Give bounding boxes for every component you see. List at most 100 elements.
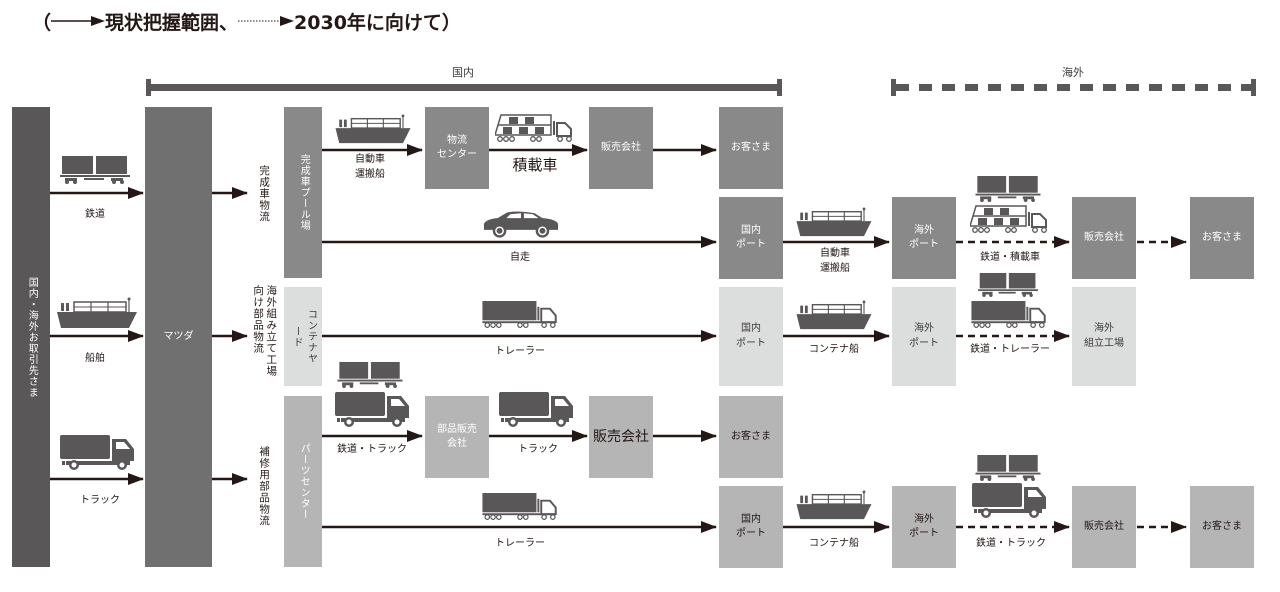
row1-carrier-label: 積載車 bbox=[512, 156, 558, 174]
freight-train-icon-4 bbox=[337, 362, 403, 388]
row2-domestic-port-label-1: 国内 bbox=[741, 224, 761, 236]
container-yard-box: コンテナヤード bbox=[284, 287, 322, 386]
car-carrier-ship-icon-2 bbox=[795, 207, 873, 237]
logistics-center-label-2: センター bbox=[437, 149, 477, 160]
car-icon bbox=[483, 211, 559, 238]
legend-future-label: 2030年に向けて bbox=[294, 11, 442, 34]
row2-rail-label: 鉄道・積載車 bbox=[980, 252, 1040, 263]
mode-label-ship: 船舶 bbox=[85, 353, 105, 364]
car-carrier-truck-icon bbox=[495, 114, 573, 143]
row2-overseas-port-label-2: ポート bbox=[909, 239, 939, 250]
row2-overseas-port-label-1: 海外 bbox=[914, 224, 934, 236]
row3-overseas-port-label-2: ポート bbox=[909, 337, 939, 349]
flow-vehicle-label: 完成車物流 bbox=[258, 165, 271, 223]
suppliers-box: 国内・海外お取引先さま bbox=[12, 107, 50, 567]
legend-close-paren: ） bbox=[441, 11, 461, 34]
flow-overseas-parts-label: 海外組み立て工場向け部品物流 bbox=[252, 285, 278, 377]
row2-dealer-label: 販売会社 bbox=[1084, 231, 1124, 243]
row3-rail-label: 鉄道・トレーラー bbox=[970, 344, 1050, 355]
freight-train-icon bbox=[60, 156, 130, 184]
row2-overseas-port-box: 海外 ポート bbox=[892, 197, 956, 279]
legend-solid-arrow-icon bbox=[51, 14, 106, 28]
cargo-ship-icon bbox=[57, 297, 137, 329]
row1-ship-label-1: 自動車 bbox=[355, 154, 385, 165]
row1-dealer-box: 販売会社 bbox=[589, 107, 653, 189]
row3-domestic-port-box: 国内 ポート bbox=[719, 287, 783, 386]
container-ship-icon-2 bbox=[795, 490, 873, 520]
mode-label-truck: トラック bbox=[80, 495, 120, 506]
row1-customer-box: お客さま bbox=[719, 107, 783, 189]
row3-overseas-port-label-1: 海外 bbox=[914, 323, 934, 334]
domestic-scope-bar bbox=[146, 79, 782, 96]
mazda-box: マツダ bbox=[145, 107, 212, 567]
row5-domestic-port-box: 国内 ポート bbox=[719, 486, 783, 568]
parts-center-box: パーツセンター bbox=[284, 396, 322, 567]
legend-dotted-arrow-icon bbox=[238, 14, 295, 28]
row4-dealer-box: 販売会社 bbox=[589, 396, 653, 478]
row5-overseas-port-box: 海外 ポート bbox=[892, 486, 956, 568]
car-carrier-ship-icon bbox=[334, 114, 412, 144]
row4-customer-label: お客さま bbox=[731, 430, 771, 442]
parts-center-label: パーツセンター bbox=[298, 443, 310, 520]
freight-train-icon-2 bbox=[975, 176, 1041, 202]
mazda-label: マツダ bbox=[163, 330, 194, 342]
freight-train-icon-5 bbox=[975, 455, 1041, 481]
legend: （ 現状把握範囲、 2030年に向けて ） bbox=[32, 6, 461, 36]
row5-dealer-box: 販売会社 bbox=[1072, 486, 1136, 568]
row3-ship-label: コンテナ船 bbox=[809, 344, 859, 355]
row4-customer-box: お客さま bbox=[719, 396, 783, 478]
row5-domestic-port-label-2: ポート bbox=[736, 528, 766, 539]
logistics-center-box: 物流 センター bbox=[425, 107, 489, 189]
scope-overseas-label: 海外 bbox=[1062, 66, 1084, 79]
suppliers-label: 国内・海外お取引先さま bbox=[26, 276, 38, 398]
legend-current-label: 現状把握範囲、 bbox=[105, 11, 239, 34]
logistics-center-label-1: 物流 bbox=[447, 134, 467, 146]
row5-ship-label: コンテナ船 bbox=[809, 538, 859, 549]
legend-open-paren: （ bbox=[32, 11, 52, 34]
row1-ship-label-2: 運搬船 bbox=[355, 169, 385, 180]
row2-ship-label-1: 自動車 bbox=[820, 248, 850, 259]
row4-dealer-label: 販売会社 bbox=[593, 428, 649, 445]
row2-customer-label: お客さま bbox=[1202, 231, 1242, 243]
trailer-icon bbox=[482, 301, 557, 328]
row4-truck-label: トラック bbox=[518, 444, 558, 455]
row5-dealer-label: 販売会社 bbox=[1084, 520, 1124, 532]
car-carrier-truck-icon-2 bbox=[970, 205, 1048, 234]
flow-service-parts-label: 補修用部品物流 bbox=[258, 446, 271, 527]
row4-rail-truck-label: 鉄道・トラック bbox=[337, 444, 407, 455]
row5-domestic-port-label-1: 国内 bbox=[741, 513, 761, 525]
row1-customer-label: お客さま bbox=[731, 141, 771, 153]
overseas-plant-box: 海外 組立工場 bbox=[1072, 287, 1136, 386]
row5-overseas-port-label-2: ポート bbox=[909, 528, 939, 539]
vehicle-pool-label: 完成車プール場 bbox=[298, 154, 310, 231]
row3-domestic-port-label-2: ポート bbox=[736, 337, 766, 349]
freight-train-icon-3 bbox=[978, 273, 1038, 297]
truck-icon bbox=[60, 435, 134, 470]
scope-domestic-label: 国内 bbox=[452, 66, 474, 79]
container-yard-label: コンテナヤード bbox=[291, 309, 317, 364]
row1-ship-label: 自動車 運搬船 bbox=[340, 152, 400, 182]
row5-overseas-port-label-1: 海外 bbox=[914, 513, 934, 525]
parts-dealer-label-2: 会社 bbox=[447, 438, 467, 449]
row3-trailer-label: トレーラー bbox=[495, 346, 545, 357]
row5-rail-label: 鉄道・トラック bbox=[976, 538, 1046, 549]
truck-icon-4 bbox=[972, 483, 1046, 518]
row2-domestic-port-label-2: ポート bbox=[736, 239, 766, 250]
row2-ship-label: 自動車 運搬船 bbox=[805, 246, 865, 276]
row2-ship-label-2: 運搬船 bbox=[820, 263, 850, 274]
container-ship-icon bbox=[795, 300, 873, 330]
trailer-icon-3 bbox=[482, 493, 557, 520]
row2-domestic-port-box: 国内 ポート bbox=[719, 197, 783, 279]
row2-drive-label: 自走 bbox=[510, 252, 530, 263]
row1-dealer-label: 販売会社 bbox=[601, 141, 641, 153]
row5-customer-label: お客さま bbox=[1202, 520, 1242, 532]
overseas-plant-label-1: 海外 bbox=[1094, 323, 1114, 334]
row3-overseas-port-box: 海外 ポート bbox=[892, 287, 956, 386]
row5-customer-box: お客さま bbox=[1190, 486, 1254, 568]
truck-icon-2 bbox=[335, 392, 409, 427]
row2-dealer-box: 販売会社 bbox=[1072, 197, 1136, 279]
overseas-plant-label-2: 組立工場 bbox=[1084, 337, 1124, 349]
parts-dealer-box: 部品販売 会社 bbox=[425, 396, 489, 478]
truck-icon-3 bbox=[499, 392, 573, 427]
